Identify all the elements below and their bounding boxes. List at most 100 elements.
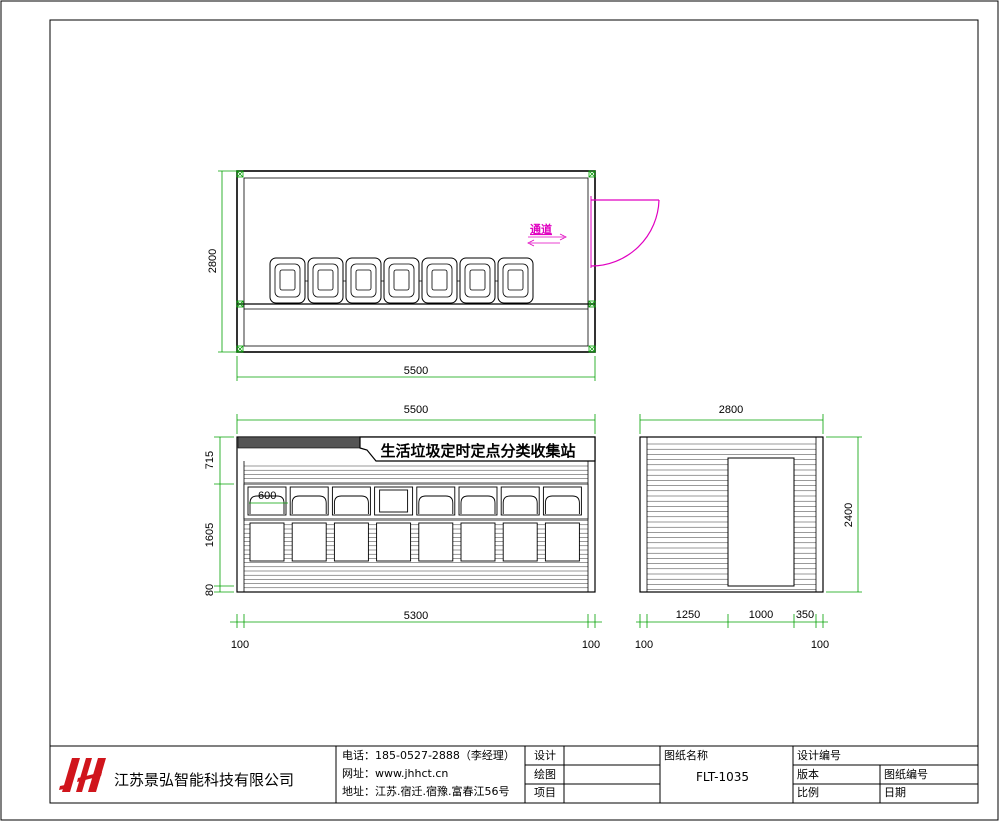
bin-lid	[416, 486, 456, 516]
snap-node	[236, 300, 244, 308]
plan-bin	[421, 257, 458, 304]
plan-width-dim: 5500	[404, 365, 428, 377]
side-door	[727, 457, 795, 587]
contact-address: 地址：江苏.宿迁.宿豫.富春江56号	[342, 785, 510, 798]
plan-bin-inner	[426, 263, 453, 298]
front-edge-right: 100	[582, 639, 600, 651]
snap-node	[588, 170, 596, 178]
side-width-dim: 2800	[719, 404, 743, 416]
contact-phone: 电话：185-0527-2888（李经理）	[342, 749, 515, 762]
title-block: 江苏景弘智能科技有限公司 电话：185-0527-2888（李经理） 网址：ww…	[50, 746, 978, 803]
plan-bin-inner	[502, 263, 529, 298]
side-height-dim: 2400	[843, 503, 855, 527]
snap-node	[236, 345, 244, 353]
bin-door	[418, 522, 454, 562]
snap-node	[236, 170, 244, 178]
project-label: 项目	[534, 786, 556, 799]
plan-bin-inner	[274, 263, 301, 298]
bin-opening	[502, 495, 538, 514]
side-segment-2: 1000	[749, 609, 773, 621]
drawing-label: 绘图	[534, 768, 556, 781]
bin-lid	[374, 486, 414, 516]
plan-bin	[307, 257, 344, 304]
contact-website: 网址：www.jhhct.cn	[342, 767, 449, 780]
plan-bin-handle	[507, 269, 524, 291]
bin-opening	[418, 495, 454, 514]
plan-bin-inner	[350, 263, 377, 298]
bin-door	[249, 522, 285, 562]
snap-node	[236, 170, 244, 178]
bin-opening	[249, 495, 285, 514]
snap-node	[588, 345, 596, 353]
plan-bin-handle	[393, 269, 410, 291]
snap-node	[588, 170, 596, 178]
bin-lid	[458, 486, 498, 516]
side-segment-3: 350	[796, 609, 814, 621]
snap-node	[588, 300, 596, 308]
bin-lid	[542, 486, 582, 516]
side-edge-left: 100	[635, 639, 653, 651]
plan-bin-inner	[312, 263, 339, 298]
front-doors	[249, 522, 580, 562]
side-edge-right: 100	[811, 639, 829, 651]
bin-lid	[500, 486, 540, 516]
plan-bin-handle	[317, 269, 334, 291]
plan-outline	[236, 170, 596, 353]
bin-door	[460, 522, 496, 562]
bin-lid	[289, 486, 329, 516]
bin-opening	[333, 495, 369, 514]
company-name: 江苏景弘智能科技有限公司	[114, 771, 295, 789]
plan-bin-inner	[464, 263, 491, 298]
bin-door	[291, 522, 327, 562]
front-height-dim-3: 80	[204, 584, 216, 596]
date-label: 日期	[884, 786, 906, 799]
bin-opening	[291, 495, 327, 514]
design-no-label: 设计编号	[797, 749, 841, 762]
plan-bin-handle	[469, 269, 486, 291]
bin-display-panel	[379, 489, 409, 513]
front-vent-grille	[237, 436, 361, 449]
front-edge-left: 100	[231, 639, 249, 651]
plan-bin-handle	[279, 269, 296, 291]
drawing-name-value: FLT-1035	[696, 770, 750, 784]
plan-bin-inner	[388, 263, 415, 298]
version-label: 版本	[797, 768, 819, 781]
bin-lid	[247, 486, 287, 516]
corridor-arrow-head	[527, 239, 535, 247]
bin-opening	[460, 495, 496, 514]
front-inner-width-dim: 5300	[404, 610, 428, 622]
bin-opening	[544, 495, 580, 514]
title-block-grid	[50, 745, 978, 803]
plan-bin	[459, 257, 496, 304]
plan-bin	[497, 257, 534, 304]
plan-bin-handle	[431, 269, 448, 291]
door-swing-arc	[590, 199, 660, 267]
plan-bin	[383, 257, 420, 304]
corridor-label: 通道	[530, 222, 552, 236]
plan-bin	[345, 257, 382, 304]
front-sign-text: 生活垃圾定时定点分类收集站	[380, 442, 575, 460]
plan-bins	[269, 257, 534, 304]
front-height-dim-2: 1605	[204, 523, 216, 547]
snap-node	[588, 345, 596, 353]
bin-door	[333, 522, 369, 562]
bin-door	[502, 522, 538, 562]
drawing-name-label: 图纸名称	[664, 749, 708, 762]
corridor-arrow-head	[559, 233, 567, 241]
front-elevation: 生活垃圾定时定点分类收集站 600 5500 715 1605 80 5300 …	[204, 404, 602, 651]
snap-node	[236, 345, 244, 353]
plan-bin-handle	[355, 269, 372, 291]
drawing-frame	[49, 19, 979, 804]
side-elevation: 2800 2400 1250 1000 350 100 100	[635, 404, 862, 651]
bin-width-dim: 600	[258, 490, 276, 502]
scale-label: 比例	[797, 786, 819, 799]
front-width-dim: 5500	[404, 404, 428, 416]
front-lids	[247, 486, 582, 516]
plan-depth-dim: 2800	[207, 249, 219, 273]
snap-node	[588, 300, 596, 308]
design-label: 设计	[534, 749, 556, 762]
side-outline	[639, 436, 824, 593]
drawing-no-label: 图纸编号	[884, 768, 928, 781]
snap-node	[236, 300, 244, 308]
